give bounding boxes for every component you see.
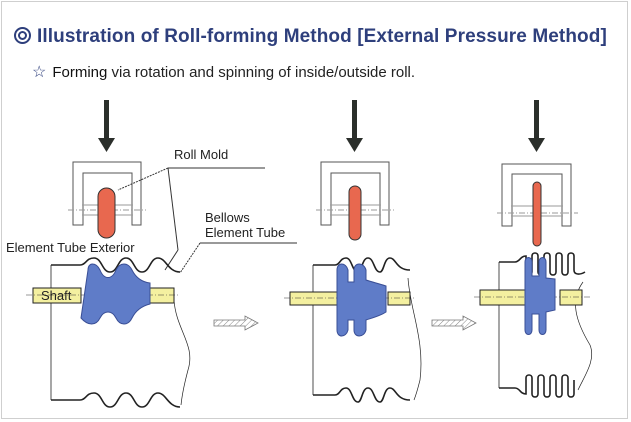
press-arrow-icon: [528, 100, 545, 152]
leader-lines: [117, 167, 297, 274]
roll-mold: [348, 185, 362, 241]
bellows-label-line2: Element Tube: [205, 225, 285, 240]
title-text: Illustration of Roll-forming Method [Ext…: [37, 26, 607, 47]
roll-mold: [532, 181, 542, 247]
process-arrow-icon-1: [213, 315, 259, 331]
shaft: [26, 287, 180, 304]
element-tube-outline: [312, 257, 422, 403]
star-outline-icon: ☆: [32, 64, 47, 81]
subtitle: ☆ Forming via rotation and spinning of in…: [32, 62, 415, 82]
subtitle-rest: via rotation and spinning of inside/outs…: [107, 64, 416, 81]
element-tube-outline: [50, 257, 191, 408]
press-arrow-icon: [346, 100, 363, 152]
press-arrow-icon: [98, 100, 115, 152]
roll-mold: [97, 187, 116, 239]
bellows-element-tube: [524, 257, 556, 335]
double-circle-icon: [14, 27, 31, 44]
shaft-label: Shaft: [41, 288, 72, 303]
subtitle-lead: Forming: [52, 64, 108, 81]
stage-2-intermediate: [284, 100, 422, 403]
bellows-element-tube: [336, 263, 387, 337]
bellows-label-line1: Bellows: [205, 210, 250, 225]
page-title: Illustration of Roll-forming Method [Ext…: [14, 26, 607, 48]
bellows-element-tube: [80, 263, 151, 325]
process-arrow-icon-2: [431, 315, 477, 331]
element-tube-exterior-label: Element Tube Exterior: [6, 240, 135, 255]
shaft: [474, 289, 590, 306]
roll-mold-label: Roll Mold: [174, 147, 228, 162]
stage-3-final: [474, 100, 592, 398]
stage-1-initial: Roll Mold Bellows Element Tube Element T…: [6, 100, 297, 408]
